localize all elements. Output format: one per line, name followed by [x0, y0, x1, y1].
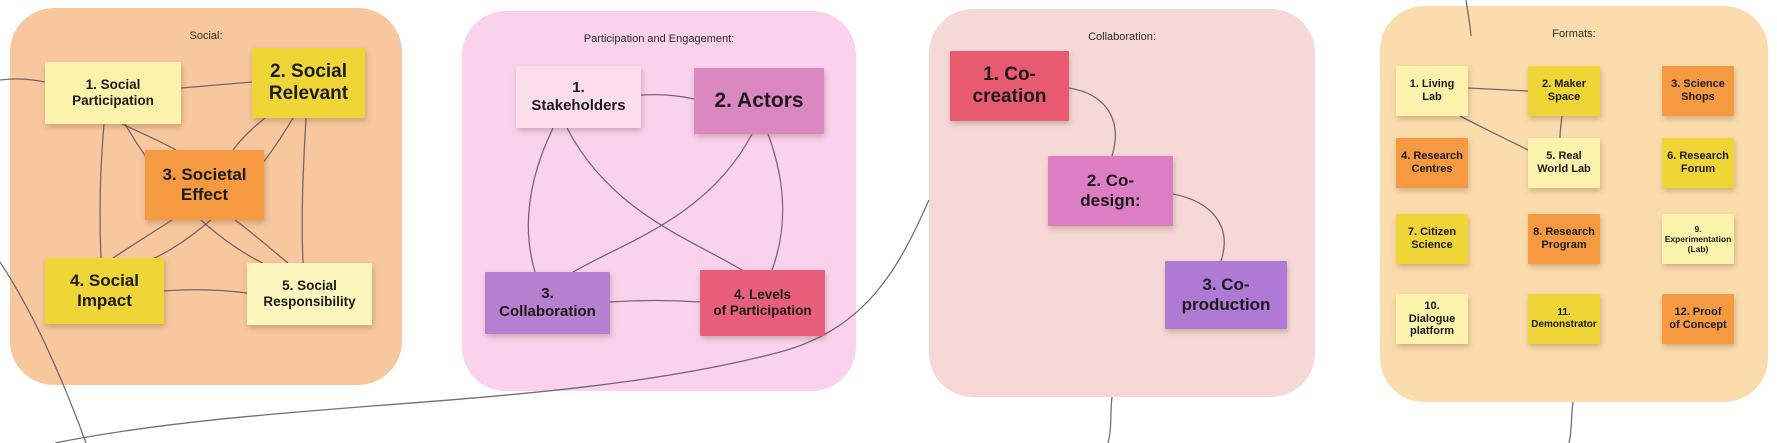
frame-social-label: Social:	[189, 30, 223, 42]
connector-line[interactable]	[1107, 396, 1113, 443]
frame-formats[interactable]: Formats: 1. Living Lab 2. Maker Space 3.…	[1380, 6, 1768, 402]
sticky-research-program[interactable]: 8. Research Program	[1528, 214, 1600, 264]
sticky-research-forum[interactable]: 6. Research Forum	[1662, 138, 1734, 188]
frame-participation-engagement[interactable]: Participation and Engagement: 1. Stakeho…	[462, 11, 856, 391]
sticky-proof-of-concept[interactable]: 12. Proof of Concept	[1662, 294, 1734, 344]
sticky-levels-of-participation[interactable]: 4. Levels of Participation	[700, 270, 825, 336]
sticky-maker-space[interactable]: 2. Maker Space	[1528, 66, 1600, 116]
sticky-social-impact[interactable]: 4. Social Impact	[45, 258, 164, 324]
sticky-co-design[interactable]: 2. Co- design:	[1048, 156, 1173, 226]
frame-collaboration[interactable]: Collaboration: 1. Co- creation 2. Co- de…	[929, 9, 1315, 397]
sticky-social-responsibility[interactable]: 5. Social Responsibility	[247, 263, 372, 325]
frame-social[interactable]: Social: 1. Social Participation 2. Socia…	[10, 8, 402, 385]
frame-collaboration-label: Collaboration:	[1088, 31, 1156, 43]
frame-formats-label: Formats:	[1552, 28, 1596, 40]
sticky-research-centres[interactable]: 4. Research Centres	[1396, 138, 1468, 188]
sticky-dialogue-platform[interactable]: 10. Dialogue platform	[1396, 294, 1468, 344]
sticky-stakeholders[interactable]: 1. Stakeholders	[516, 66, 641, 128]
sticky-societal-effect[interactable]: 3. Societal Effect	[145, 150, 264, 220]
sticky-collaboration[interactable]: 3. Collaboration	[485, 272, 610, 334]
sticky-co-production[interactable]: 3. Co- production	[1165, 261, 1287, 329]
sticky-actors[interactable]: 2. Actors	[694, 68, 824, 134]
sticky-social-relevant[interactable]: 2. Social Relevant	[252, 48, 365, 118]
sticky-social-participation[interactable]: 1. Social Participation	[45, 62, 181, 124]
connector-line[interactable]	[1568, 401, 1574, 443]
sticky-experimentation-lab[interactable]: 9. Experimentation (Lab)	[1662, 214, 1734, 264]
sticky-demonstrator[interactable]: 11. Demonstrator	[1528, 294, 1600, 344]
sticky-real-world-lab[interactable]: 5. Real World Lab	[1528, 138, 1600, 188]
sticky-living-lab[interactable]: 1. Living Lab	[1396, 66, 1468, 116]
sticky-science-shops[interactable]: 3. Science Shops	[1662, 66, 1734, 116]
sticky-co-creation[interactable]: 1. Co- creation	[950, 51, 1069, 121]
sticky-citizen-science[interactable]: 7. Citizen Science	[1396, 214, 1468, 264]
frame-participation-engagement-label: Participation and Engagement:	[583, 33, 735, 45]
